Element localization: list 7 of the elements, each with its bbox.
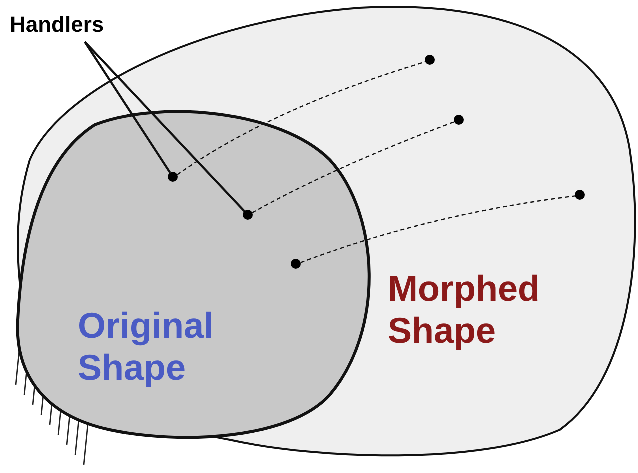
displacement-path — [252, 122, 455, 214]
shape-label: Original Shape — [78, 305, 216, 389]
callout-label: Handlers — [10, 12, 104, 37]
leader-line — [84, 41, 172, 174]
leader-line — [84, 41, 246, 212]
shape-label: Morphed Shape — [388, 268, 541, 352]
displacement-path — [300, 196, 576, 264]
